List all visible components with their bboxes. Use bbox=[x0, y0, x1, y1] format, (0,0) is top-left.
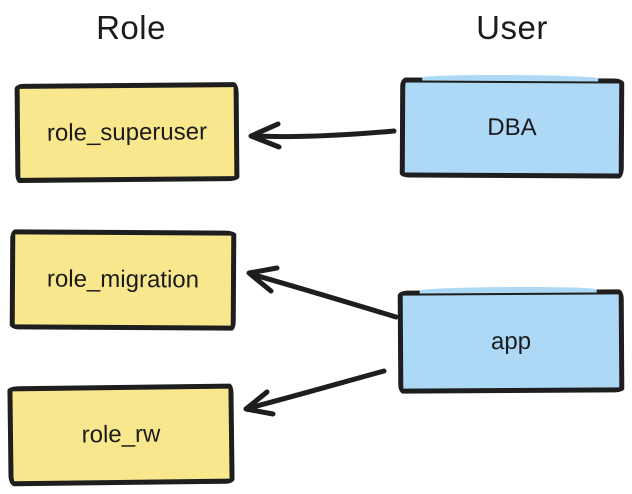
node-user-dba-label: DBA bbox=[487, 113, 537, 142]
node-user-app-label: app bbox=[490, 327, 532, 355]
node-role-rw-label: role_rw bbox=[81, 420, 161, 449]
node-role-migration-label: role_migration bbox=[46, 265, 200, 294]
node-user-app: app bbox=[397, 289, 625, 394]
node-role-superuser: role_superuser bbox=[14, 82, 240, 183]
edge-app-to-role-migration bbox=[246, 265, 399, 320]
edge-app-to-role-rw bbox=[243, 368, 387, 417]
node-user-dba: DBA bbox=[399, 77, 625, 179]
edge-dba-to-role-superuser bbox=[248, 121, 397, 150]
node-role-migration: role_migration bbox=[9, 229, 237, 331]
node-role-superuser-label: role_superuser bbox=[46, 117, 208, 147]
node-role-rw: role_rw bbox=[7, 383, 235, 487]
column-title-role: Role bbox=[96, 9, 166, 46]
column-title-user: User bbox=[476, 9, 548, 46]
